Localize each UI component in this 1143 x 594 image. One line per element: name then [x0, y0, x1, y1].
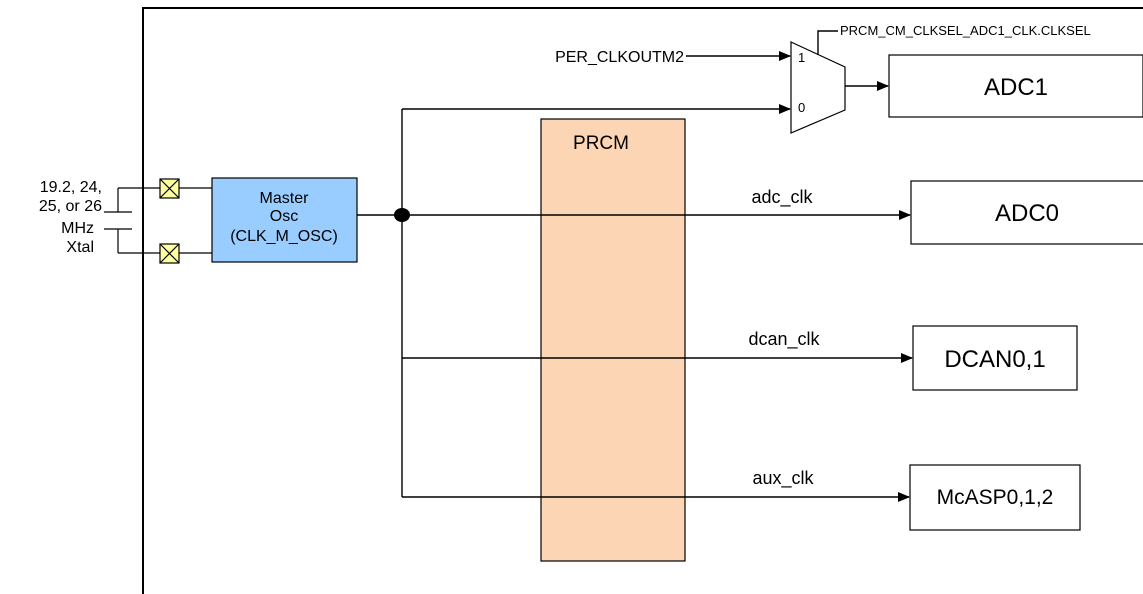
- dcan-clk-label: dcan_clk: [748, 329, 820, 350]
- mux-select-label: PRCM_CM_CLKSEL_ADC1_CLK.CLKSEL: [840, 23, 1091, 38]
- per-clkoutm2-label: PER_CLKOUTM2: [555, 49, 684, 66]
- adc0-block: [910, 180, 1143, 245]
- crystal-freq-line1: 19.2, 24,: [40, 179, 102, 196]
- prcm-block: [540, 118, 686, 562]
- master-osc-line2: Osc: [270, 208, 298, 225]
- clock-mux: [790, 41, 846, 134]
- crystal-freq-line3: MHz: [61, 220, 94, 237]
- master-osc-line1: Master: [260, 190, 310, 207]
- dcan-block: [912, 325, 1078, 391]
- pad-top: [159, 178, 180, 199]
- junction-dot: [394, 208, 410, 222]
- adc1-label: ADC1: [984, 74, 1048, 101]
- mux-input1-label: 1: [798, 50, 805, 65]
- prcm-label: PRCM: [573, 133, 629, 154]
- dcan-label: DCAN0,1: [944, 346, 1045, 373]
- device-boundary: [142, 7, 1143, 594]
- master-osc-line3: (CLK_M_OSC): [230, 228, 338, 245]
- master-osc-block: [211, 177, 358, 263]
- crystal-freq-line4: Xtal: [66, 239, 94, 256]
- mux-input0-label: 0: [798, 100, 805, 115]
- pad-bottom: [159, 243, 180, 264]
- mcasp-label: McASP0,1,2: [937, 486, 1054, 509]
- adc1-block: [888, 54, 1143, 118]
- adc0-label: ADC0: [995, 200, 1059, 227]
- crystal-freq-line2: 25, or 26: [39, 198, 102, 215]
- aux-clk-label: aux_clk: [752, 468, 814, 489]
- clock-wires: [357, 30, 913, 502]
- mcasp-block: [909, 464, 1081, 531]
- crystal-symbol: [104, 187, 160, 254]
- adc-clk-label: adc_clk: [751, 187, 813, 208]
